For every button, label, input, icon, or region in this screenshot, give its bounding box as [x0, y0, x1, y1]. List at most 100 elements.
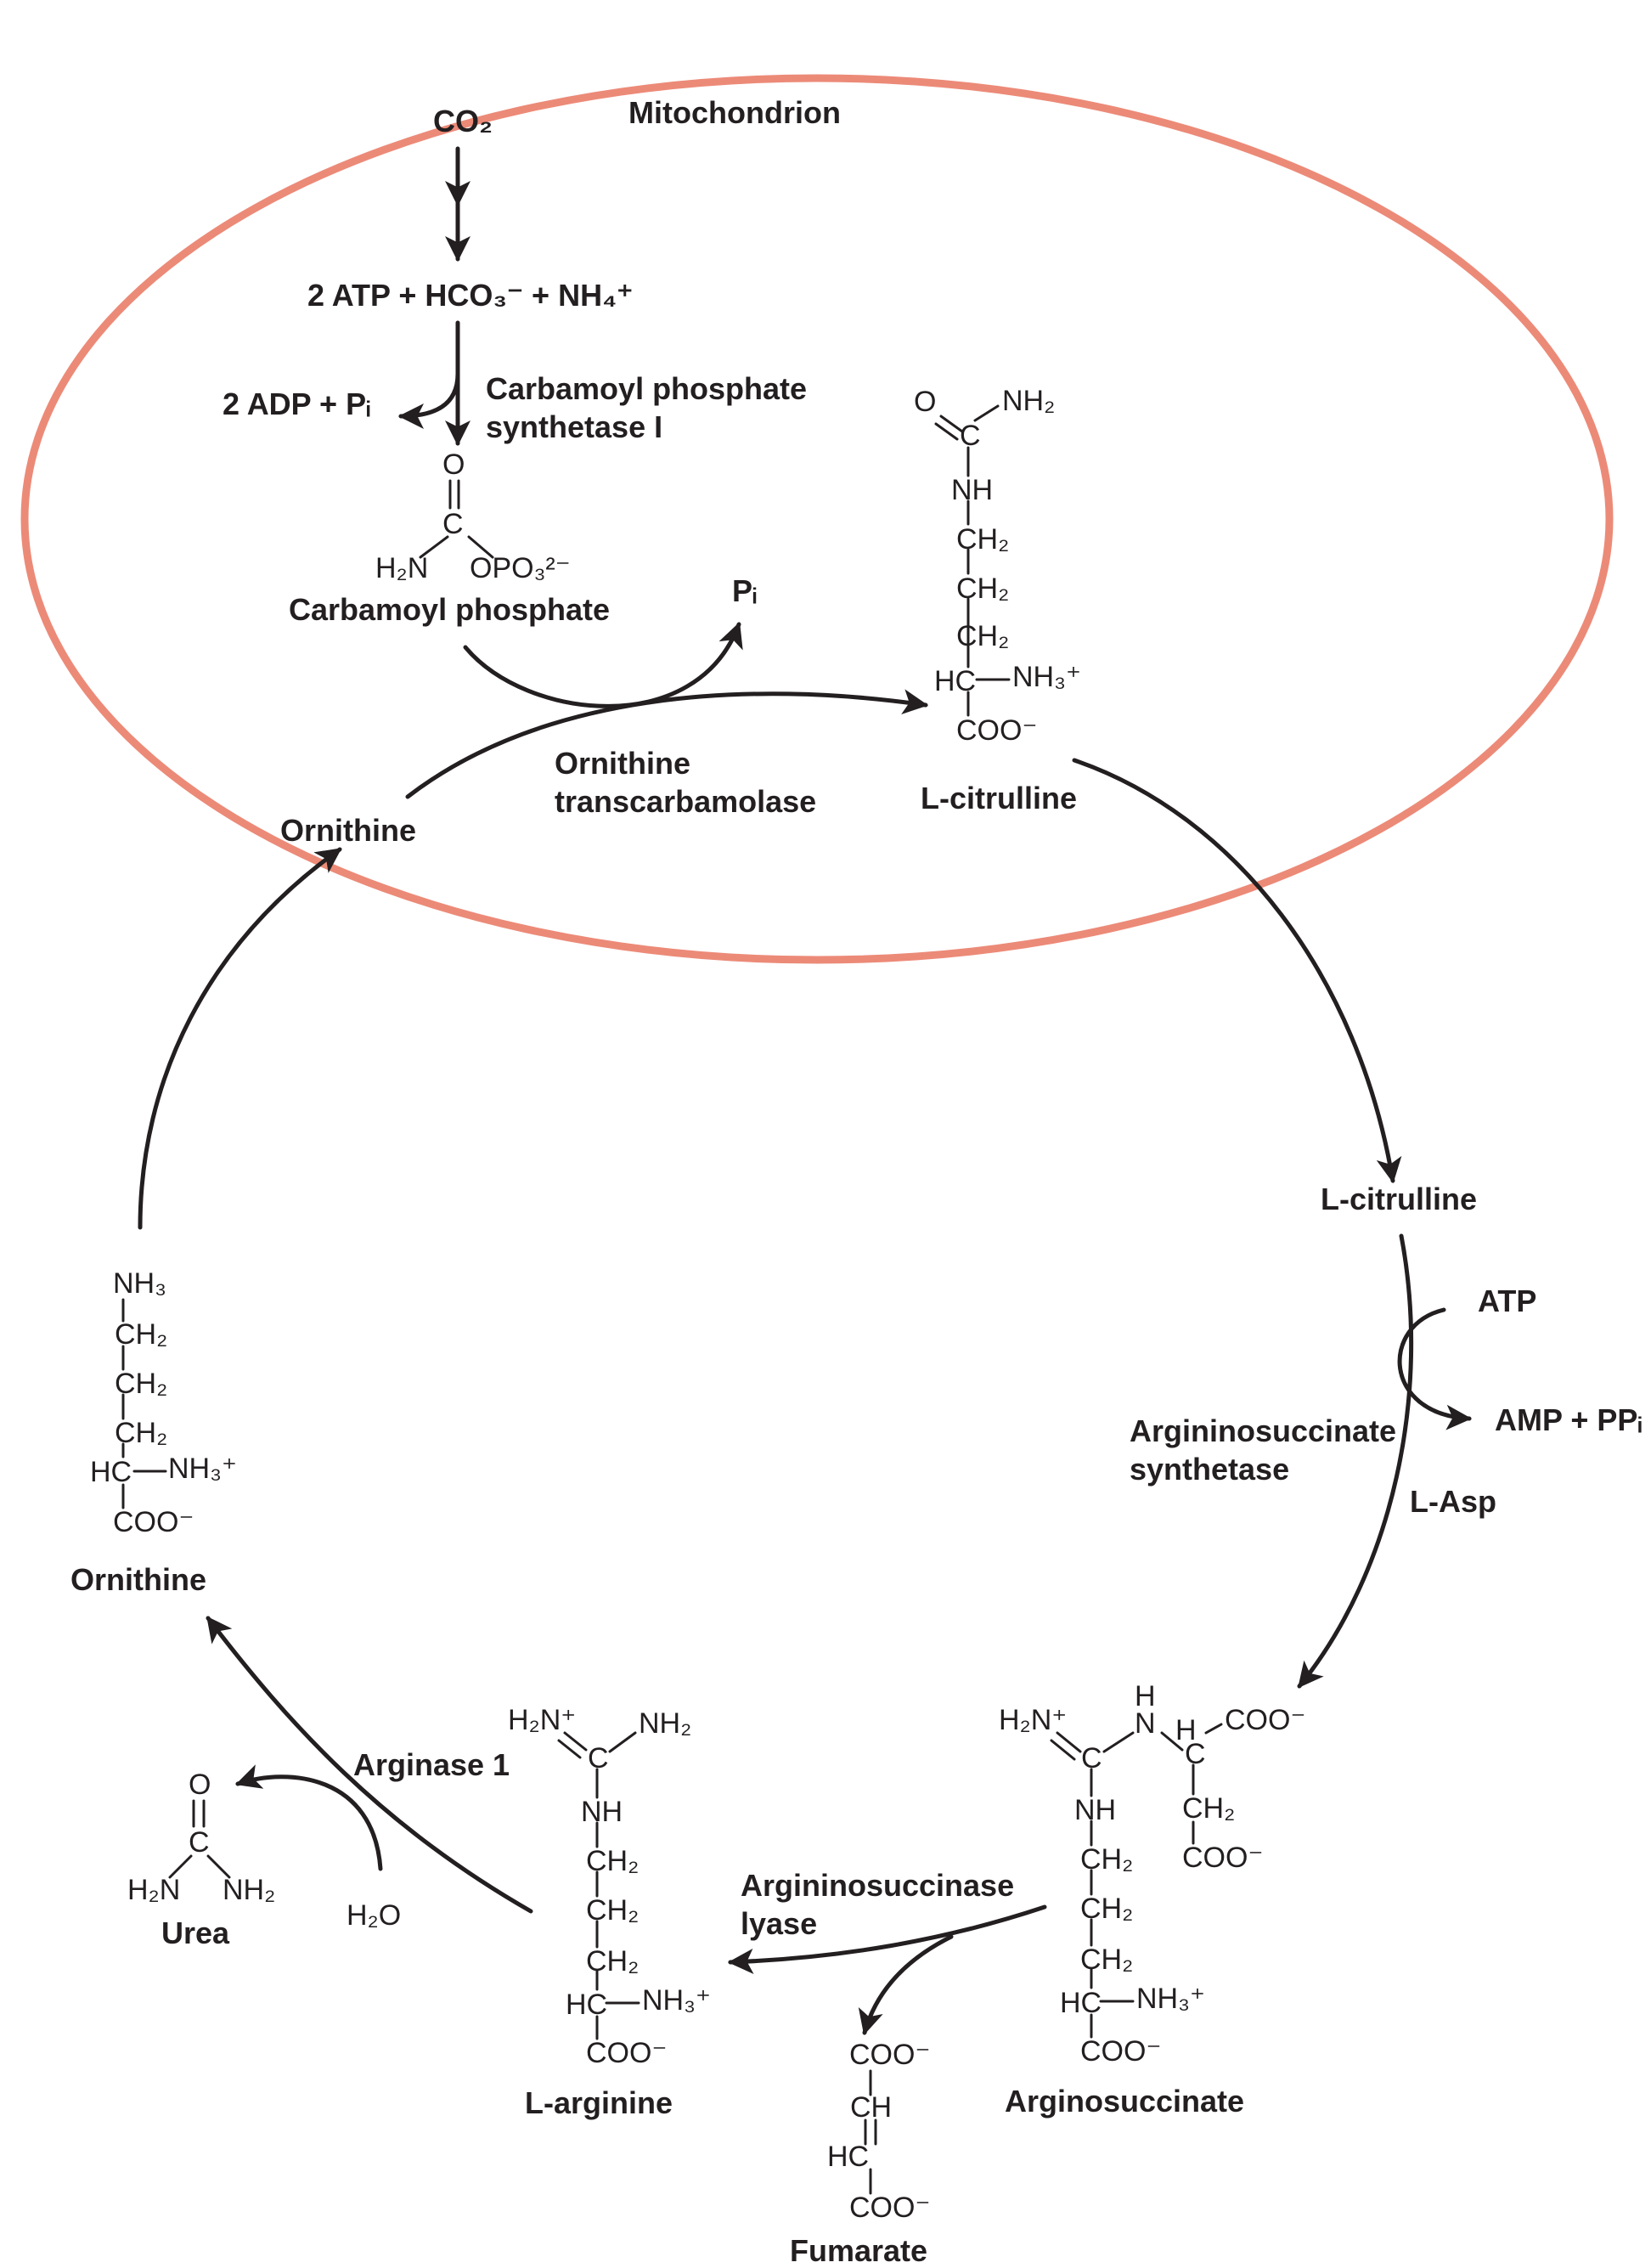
urea-bond-left [168, 1854, 193, 1879]
carbamoyl-phosphate-to-pi-arrow [463, 622, 743, 708]
ornithine-mito-label: Ornithine [280, 813, 416, 848]
as-atom-ch2-3: CH₂ [1080, 1944, 1134, 1976]
cp-bond-n [419, 535, 449, 559]
arg-atom-nh3: NH₃⁺ [642, 1984, 711, 2017]
otc-enzyme-label: Ornithine transcarbamolase [555, 746, 817, 819]
atp-consumption-arrow [1397, 1307, 1472, 1430]
ass-arrow [1297, 1233, 1414, 1689]
fum-atom-hc: HC [827, 2141, 870, 2173]
as-atom-coo-top: COO⁻ [1225, 1704, 1306, 1736]
cit-atom-o: O [914, 386, 937, 418]
urea-bond-right [206, 1854, 231, 1879]
cp-atom-c: C [442, 508, 464, 540]
cit-atom-ch2-3: CH₂ [956, 620, 1010, 652]
citrulline-mito-label: L-citrulline [921, 781, 1078, 815]
ass-enzyme-label: Argininosuccinate synthetase [1130, 1413, 1397, 1487]
water-label: H₂O [347, 1899, 402, 1932]
arg-atom-nh2: NH₂ [639, 1707, 692, 1740]
mitochondrion-label: Mitochondrion [628, 95, 841, 130]
cit-double-bond-b [934, 422, 959, 441]
cit-atom-nh: NH [951, 474, 994, 506]
adp-pi-label: 2 ADP + Pᵢ [223, 386, 371, 421]
as-atom-coo: COO⁻ [1080, 2035, 1162, 2068]
as-atom-hc: HC [1060, 1987, 1102, 2019]
arg-atom-ch2-3: CH₂ [586, 1945, 640, 1977]
as-atom-nh: NH [1074, 1794, 1117, 1826]
argininosuccinate-label: Arginosuccinate [1005, 2084, 1245, 2118]
ornithine-return-arrow [138, 847, 342, 1230]
urea-atom-c: C [189, 1826, 210, 1859]
fumarate-label: Fumarate [790, 2233, 928, 2268]
arg-atom-hc: HC [566, 1989, 608, 2021]
as-atom-h: H [1135, 1680, 1156, 1712]
orn-atom-ch2-3: CH₂ [115, 1417, 168, 1449]
asl-enzyme-label: Argininosuccinase lyase [741, 1868, 1015, 1941]
as-atom-ch2-1: CH₂ [1080, 1843, 1134, 1876]
arg-double-bond-b [557, 1739, 582, 1759]
ornithine-cyto-label: Ornithine [70, 1562, 206, 1597]
arginase-arrow [206, 1616, 533, 1914]
cit-atom-coo: COO⁻ [956, 714, 1038, 747]
cit-atom-nh3: NH₃⁺ [1012, 661, 1081, 693]
as-atom-ch-c: C [1185, 1738, 1206, 1770]
fum-atom-coo-bottom: COO⁻ [849, 2192, 931, 2224]
l-asp-label: L-Asp [1410, 1484, 1496, 1519]
mitochondrion-membrane [20, 74, 1614, 964]
cp-atom-h2n: H₂N [375, 552, 429, 584]
urea-label: Urea [161, 1915, 230, 1950]
water-to-urea-arrow [235, 1764, 383, 1871]
otc-arrow [405, 689, 928, 799]
amp-ppi-label: AMP + PPᵢ [1495, 1402, 1643, 1437]
as-atom-nh3: NH₃⁺ [1136, 1983, 1205, 2015]
as-bond-n [1102, 1731, 1135, 1753]
fum-atom-coo-top: COO⁻ [849, 2039, 931, 2071]
co2-label: CO₂ [433, 104, 493, 138]
as-double-bond-a [1056, 1731, 1082, 1753]
pi-label: Pᵢ [732, 573, 758, 608]
citrulline-cyto-label: L-citrulline [1321, 1182, 1478, 1216]
adp-release-arrow [398, 371, 460, 429]
citrulline-transport-arrow [1072, 758, 1402, 1183]
asl-arrow [728, 1904, 1047, 1974]
urea-atom-o: O [189, 1769, 211, 1801]
orn-atom-nh3: NH₃⁺ [168, 1453, 237, 1485]
arg-atom-h2n: H₂N⁺ [508, 1704, 577, 1736]
as-atom-ch2-side: CH₂ [1182, 1792, 1236, 1825]
as-atom-c: C [1081, 1742, 1102, 1774]
cp-atom-opo3: OPO₃²⁻ [470, 552, 571, 584]
as-atom-h2n: H₂N⁺ [999, 1704, 1068, 1736]
cit-atom-nh2: NH₂ [1002, 385, 1056, 417]
urea-atom-h2n: H₂N [127, 1874, 181, 1906]
as-double-bond-b [1050, 1739, 1076, 1761]
carbamoyl-phosphate-label: Carbamoyl phosphate [289, 592, 611, 627]
orn-atom-coo: COO⁻ [113, 1506, 194, 1538]
cps1-enzyme-label: Carbamoyl phosphate synthetase I [486, 371, 808, 444]
l-arginine-label: L-arginine [525, 2085, 673, 2120]
cit-bond-nh2 [973, 404, 1000, 422]
arg-atom-ch2-2: CH₂ [586, 1894, 640, 1927]
as-atom-n: N [1135, 1707, 1156, 1740]
cp-atom-o: O [442, 449, 465, 481]
arg-atom-coo: COO⁻ [586, 2037, 668, 2069]
arginase-enzyme-label: Arginase 1 [353, 1747, 510, 1782]
orn-atom-ch2-2: CH₂ [115, 1368, 168, 1400]
cit-atom-c: C [960, 420, 981, 452]
as-atom-ch-h: H [1175, 1714, 1197, 1746]
atp-label: ATP [1478, 1284, 1537, 1318]
arg-atom-c: C [588, 1742, 609, 1774]
cit-atom-hc: HC [934, 665, 977, 697]
cit-atom-ch2-2: CH₂ [956, 573, 1010, 605]
as-bond-ch-coo [1204, 1723, 1223, 1735]
orn-atom-ch2-1: CH₂ [115, 1318, 168, 1351]
orn-atom-nh3-top: NH₃ [113, 1267, 166, 1300]
as-bond-n-ch [1160, 1731, 1184, 1752]
substrates-label: 2 ATP + HCO₃⁻ + NH₄⁺ [307, 278, 634, 313]
cp-bond-o [467, 535, 494, 559]
arg-atom-ch2-1: CH₂ [586, 1845, 640, 1877]
arg-atom-nh: NH [581, 1796, 623, 1828]
fumarate-release-arrow [858, 1934, 954, 2035]
as-atom-ch2-2: CH₂ [1080, 1893, 1134, 1925]
urea-atom-nh2: NH₂ [223, 1874, 276, 1906]
cit-double-bond-a [939, 415, 964, 433]
